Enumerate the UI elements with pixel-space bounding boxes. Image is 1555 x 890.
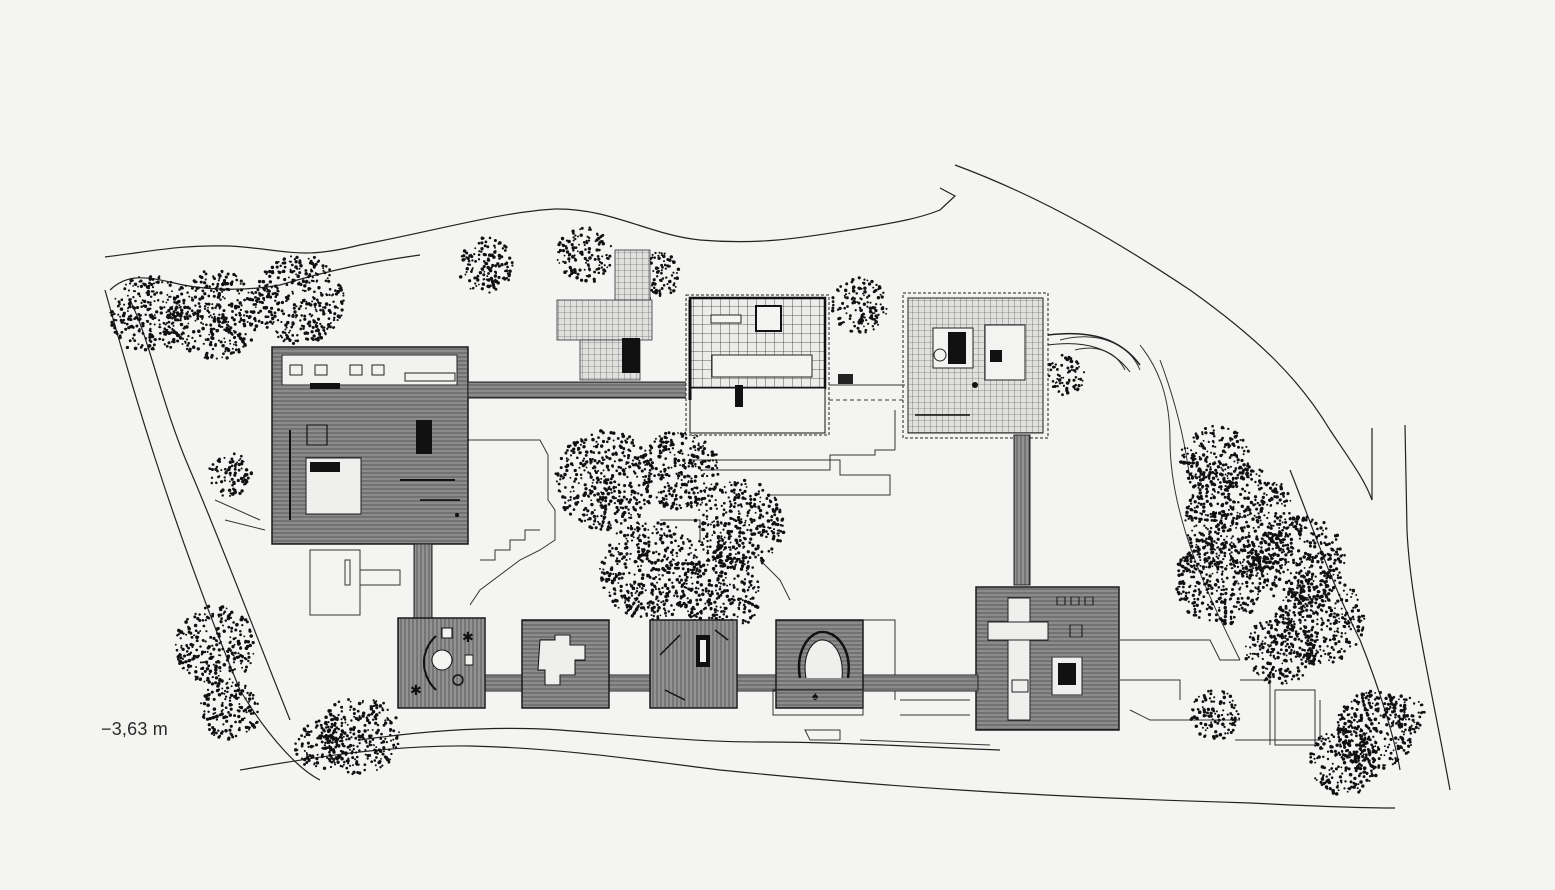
walkway-north bbox=[467, 381, 689, 399]
walkway-west bbox=[413, 543, 433, 620]
tree-canopies bbox=[109, 226, 1426, 796]
gallery-pavilion-1: ✱ ✱ bbox=[397, 617, 486, 709]
gallery-pavilion-2 bbox=[521, 619, 610, 709]
pavilion-living bbox=[271, 346, 469, 545]
garden-wall bbox=[772, 689, 864, 716]
walkway-south bbox=[1013, 434, 1031, 586]
pavilion-studio bbox=[902, 292, 1049, 439]
gallery-pavilion-4: ♠ bbox=[775, 619, 864, 709]
pavilion-dining bbox=[685, 294, 830, 436]
entrance-structure bbox=[556, 249, 653, 381]
curved-steps bbox=[1047, 332, 1141, 366]
level-elevation-label: −3,63 m bbox=[101, 719, 168, 739]
curved-steps-inner bbox=[1047, 343, 1131, 373]
pavilion-bedroom bbox=[975, 586, 1120, 731]
walkway-east bbox=[838, 374, 853, 384]
gallery-pavilion-3 bbox=[649, 619, 738, 709]
site-boundary bbox=[104, 164, 1451, 809]
connector-lines bbox=[829, 384, 905, 401]
